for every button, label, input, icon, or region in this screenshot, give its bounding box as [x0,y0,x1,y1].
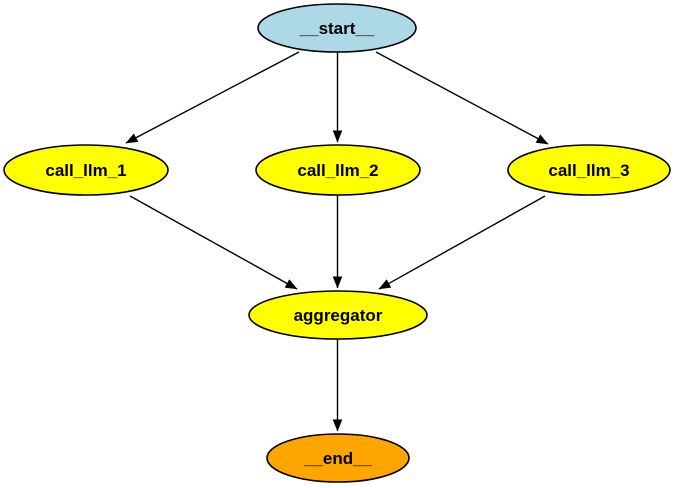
node-aggregator: aggregator [248,290,428,340]
node-shape-__start__ [257,3,417,53]
node-label-call_llm_1: call_llm_1 [45,161,126,180]
node-label-__end__: __end__ [303,449,373,468]
node-label-call_llm_2: call_llm_2 [297,161,378,180]
node-shape-call_llm_1 [3,144,169,196]
node-label-aggregator: aggregator [294,306,383,325]
node-shape-call_llm_3 [507,144,671,196]
node-shape-aggregator [248,290,428,340]
node-__start__: __start__ [257,3,417,53]
node-shape-call_llm_2 [255,144,421,196]
edge-call_llm_1-to-aggregator [129,195,298,290]
edges-layer [125,51,549,432]
nodes-layer: __start__ call_llm_1 call_llm_2 call_llm_3a… [3,3,671,483]
node-label-call_llm_3: call_llm_3 [548,161,629,180]
node-label-__start__: __start__ [299,19,375,38]
edge-call_llm_3-to-aggregator [378,195,546,290]
node-__end__: __end__ [266,433,410,483]
node-call_llm_2: call_llm_2 [255,144,421,196]
node-shape-__end__ [266,433,410,483]
edge-__start__-to-call_llm_3 [375,51,549,145]
node-call_llm_3: call_llm_3 [507,144,671,196]
edge-__start__-to-call_llm_1 [125,51,300,144]
node-call_llm_1: call_llm_1 [3,144,169,196]
